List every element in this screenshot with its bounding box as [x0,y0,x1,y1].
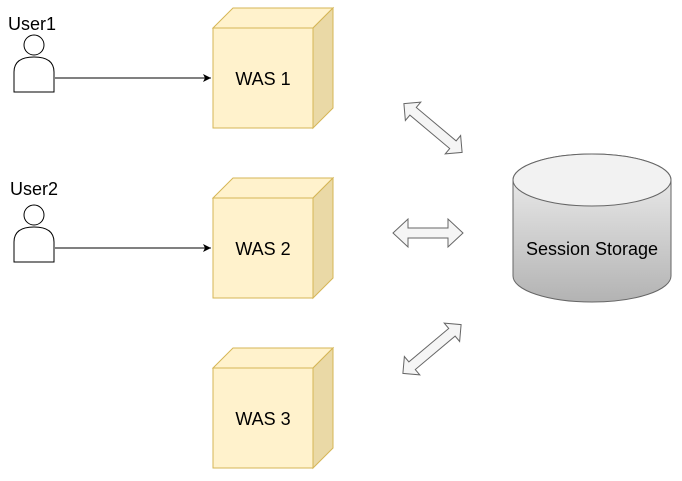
user-icon [13,204,55,263]
server-was-1[interactable]: WAS 1 [211,6,335,130]
user-2[interactable]: User2 [10,179,58,263]
user-1-label: User1 [8,14,56,34]
session-storage[interactable]: Session Storage [512,153,672,303]
server-cube [211,176,335,300]
double-arrow-icon[interactable] [395,315,469,382]
server-cube [211,346,335,470]
server-was-3-label: WAS 3 [235,409,290,429]
server-was-3[interactable]: WAS 3 [211,346,335,470]
user-1[interactable]: User1 [8,14,56,93]
server-was-2[interactable]: WAS 2 [211,176,335,300]
server-cube [211,6,335,130]
double-arrow-icon[interactable] [392,217,464,249]
session-storage-label: Session Storage [526,239,658,259]
server-was-2-label: WAS 2 [235,239,290,259]
double-arrow-icon[interactable] [396,94,470,161]
user-icon [13,34,55,93]
user-2-label: User2 [10,179,58,199]
server-was-1-label: WAS 1 [235,69,290,89]
database-cylinder [512,153,672,303]
